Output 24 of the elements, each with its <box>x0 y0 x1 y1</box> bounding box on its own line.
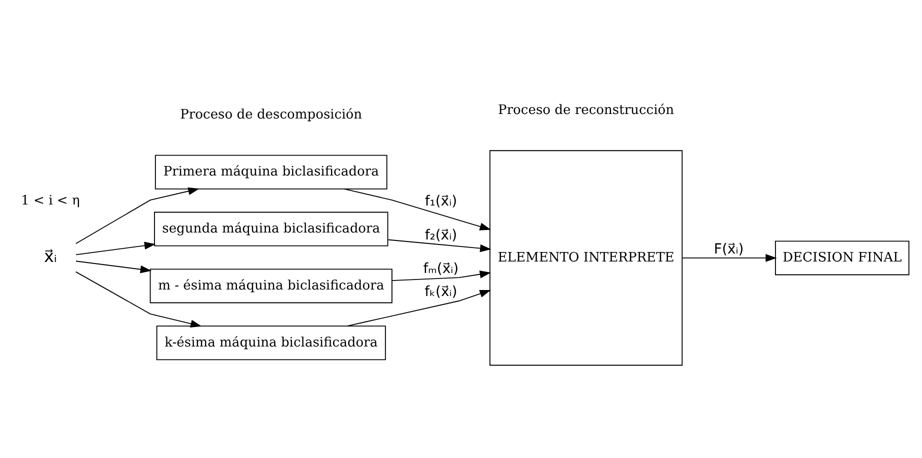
label: Proceso de reconstrucción <box>498 102 674 118</box>
edge-label: f₂(x⃗ᵢ) <box>424 226 458 243</box>
node-box: ELEMENTO INTERPRETE <box>489 150 683 366</box>
arrow <box>388 238 492 252</box>
arrow <box>76 260 152 273</box>
label: Proceso de descomposición <box>180 107 362 122</box>
edge-label: fₖ(x⃗ᵢ) <box>424 284 458 300</box>
arrow <box>346 289 491 326</box>
edge-label: F(x⃗ᵢ) <box>714 240 744 257</box>
arrow <box>344 188 491 230</box>
arrow <box>682 254 777 262</box>
node-box: Primera máquina biclasificadora <box>154 154 388 189</box>
label: 1 < i < η <box>21 192 80 208</box>
edge-label: f₁(x⃗ᵢ) <box>424 193 458 210</box>
node-box: k-ésima máquina biclasificadora <box>156 325 386 360</box>
arrow <box>76 241 156 255</box>
edge-label: fₘ(x⃗ᵢ) <box>423 260 459 276</box>
node-text: x⃗ᵢ <box>44 246 57 266</box>
node-box: DECISION FINAL <box>775 240 910 275</box>
arrow <box>75 186 200 244</box>
node-box: segunda máquina biclasificadora <box>154 211 388 246</box>
arrow <box>75 270 202 328</box>
arrow <box>392 270 492 281</box>
node-box: m - ésima máquina biclasificadora <box>150 268 392 303</box>
